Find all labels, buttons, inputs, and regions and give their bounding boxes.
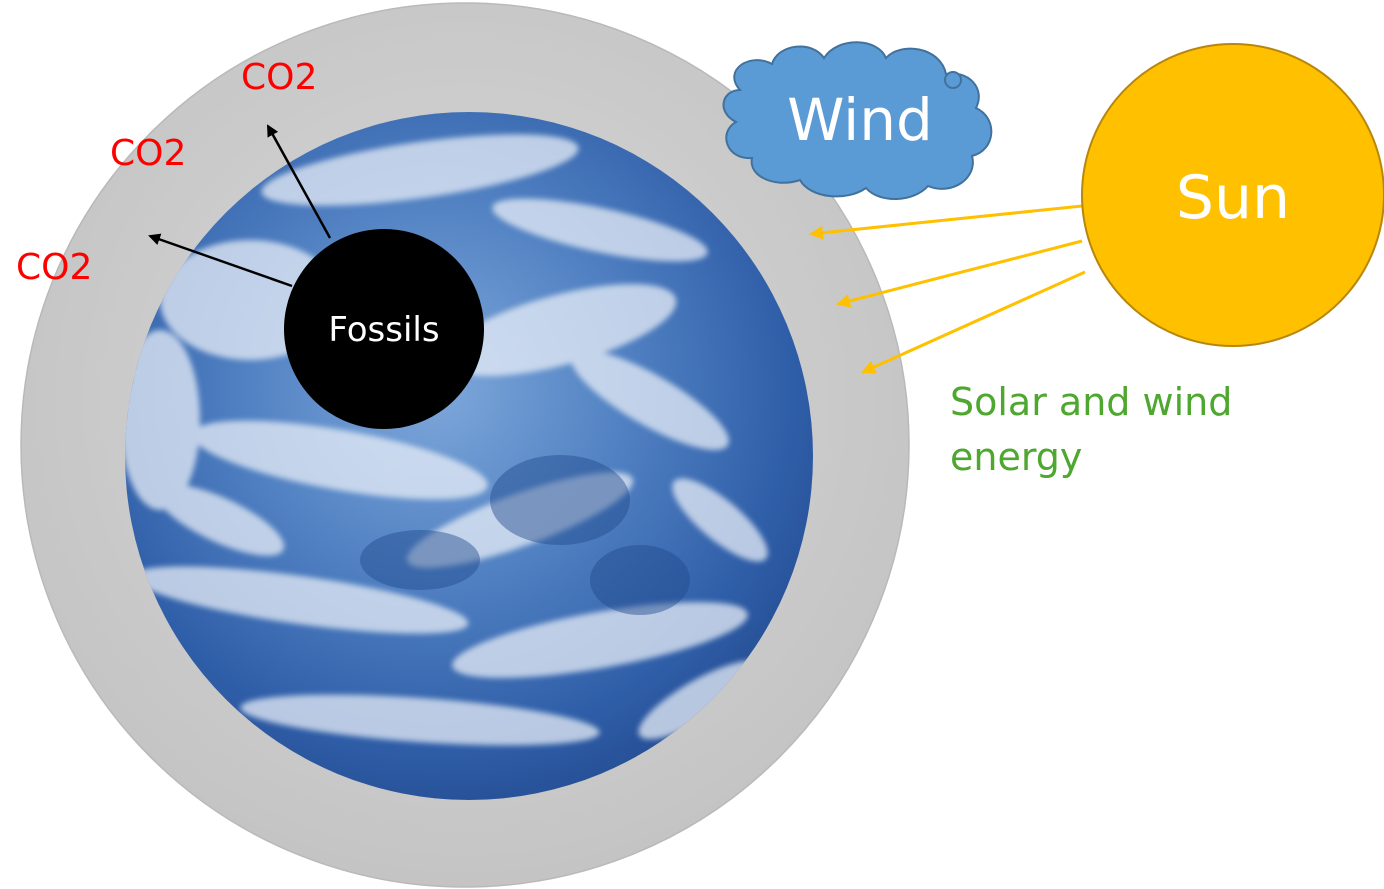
wind-label: Wind: [787, 86, 933, 154]
co2-label-top: CO2: [241, 57, 317, 98]
sun-label: Sun: [1176, 163, 1290, 233]
energy-label-line1: Solar and wind: [950, 380, 1232, 424]
fossils-label: Fossils: [328, 310, 439, 350]
co2-label-middle: CO2: [110, 133, 186, 174]
wind-cloud-icon: [722, 41, 993, 201]
sun-arrow-middle: [836, 239, 1083, 308]
energy-label-line2: energy: [950, 435, 1082, 479]
earth-globe-icon: [125, 112, 813, 800]
sun-arrow-top: [809, 204, 1083, 240]
co2-label-left: CO2: [16, 247, 92, 288]
co2-arrow-up: [266, 124, 332, 239]
fossils-circle: [284, 229, 484, 429]
sun-circle-icon: [1081, 43, 1384, 347]
sun-arrow-bottom: [861, 270, 1086, 374]
co2-arrow-left: [148, 233, 293, 288]
